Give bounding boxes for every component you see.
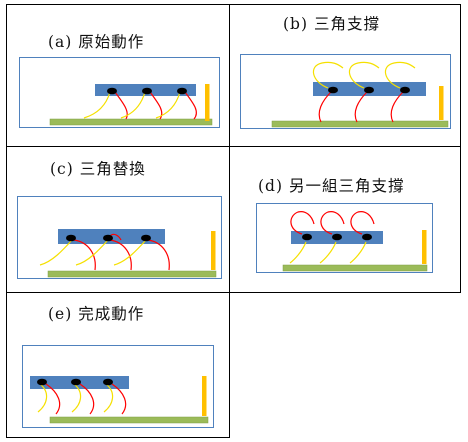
panel-c-ground (47, 270, 217, 278)
panel-c-joints (66, 234, 151, 242)
panel-e-wall (202, 376, 207, 416)
panel-a-label: (a) 原始動作 (48, 33, 145, 51)
panel-c-wall (211, 231, 216, 270)
panel-c-frame (17, 196, 222, 279)
panel-b-wall (439, 86, 444, 120)
panel-e-diagram (22, 345, 214, 428)
panel-e-joints (37, 378, 113, 386)
panel-b-label: (b) 三角支撐 (283, 15, 380, 33)
panel-b-legs (312, 61, 416, 123)
panel-a-diagram (19, 57, 220, 128)
panel-a-frame (19, 57, 220, 128)
table-grid (6, 4, 461, 438)
panel-d-joints (302, 233, 372, 241)
panel-c-legs (39, 233, 170, 271)
panel-b-joints (328, 86, 410, 94)
panel-e-legs (37, 383, 127, 415)
panel-d-label: (d) 另一組三角支撐 (258, 177, 405, 195)
panel-e-ground (49, 416, 209, 424)
panel-e-label: (e) 完成動作 (48, 305, 145, 323)
panel-d-wall (422, 230, 427, 264)
panel-b-diagram (240, 54, 451, 129)
panel-e-frame (22, 345, 214, 428)
panel-a-ground (49, 118, 213, 126)
panel-d-legs (289, 211, 375, 264)
panel-b-ground (271, 120, 449, 128)
panel-a-legs (83, 91, 197, 120)
panel-a-joints (107, 87, 187, 95)
panel-d-ground (282, 264, 428, 272)
panel-d-diagram (256, 203, 433, 273)
panel-a-wall (205, 84, 210, 121)
panel-d-frame (256, 203, 433, 273)
panel-c-label: (c) 三角替換 (50, 160, 146, 178)
panel-c-diagram (17, 196, 222, 279)
panel-b-frame (240, 54, 451, 129)
